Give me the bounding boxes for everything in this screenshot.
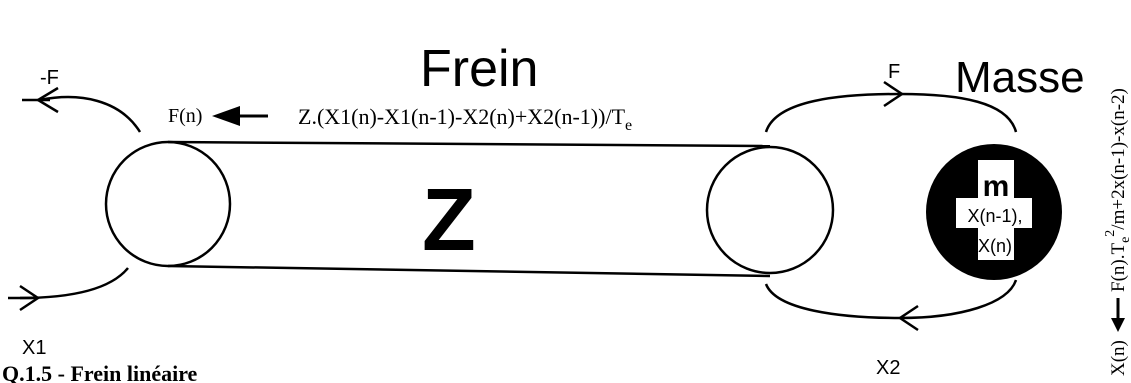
- title-masse: Masse: [955, 53, 1085, 102]
- label-neg-f: -F: [40, 67, 59, 89]
- label-f: F: [888, 61, 900, 83]
- belt-bottom: [167, 264, 771, 278]
- left-top-arc: [39, 95, 142, 133]
- label-xn: X(n): [978, 236, 1012, 256]
- formula-main: Z.(X1(n)-X1(n-1)-X2(n)+X2(n-1))/Te: [298, 104, 632, 134]
- force-arrow-icon: [212, 106, 268, 126]
- label-x1: X1: [22, 337, 46, 359]
- title-frein: Frein: [420, 40, 538, 98]
- svg-text:X(n): X(n): [1108, 340, 1129, 376]
- arrow-head-icon: [883, 80, 905, 108]
- side-formula: X(n) F(n).Te2/m+2x(n-1)-x(n-2): [1103, 88, 1131, 376]
- left-bottom-arc: [19, 267, 129, 300]
- label-xn1: X(n-1),: [967, 206, 1022, 226]
- svg-text:F(n).Te2/m+2x(n-1)-x(n-2): F(n).Te2/m+2x(n-1)-x(n-2): [1103, 88, 1131, 292]
- label-fn: F(n): [168, 105, 202, 127]
- left-pulley: [104, 140, 232, 268]
- label-z: Z: [422, 170, 476, 269]
- arrow-head-icon: [8, 284, 41, 312]
- belt-top: [167, 140, 771, 148]
- mass-block: [926, 144, 1062, 280]
- arrow-head-icon: [897, 304, 919, 332]
- label-m: m: [983, 170, 1010, 203]
- right-bottom-arc: [764, 279, 1018, 320]
- label-x2: X2: [876, 357, 900, 379]
- figure-caption: Q.1.5 - Frein linéaire: [2, 361, 198, 383]
- right-pulley: [705, 145, 835, 275]
- arrow-head-icon: [22, 86, 59, 114]
